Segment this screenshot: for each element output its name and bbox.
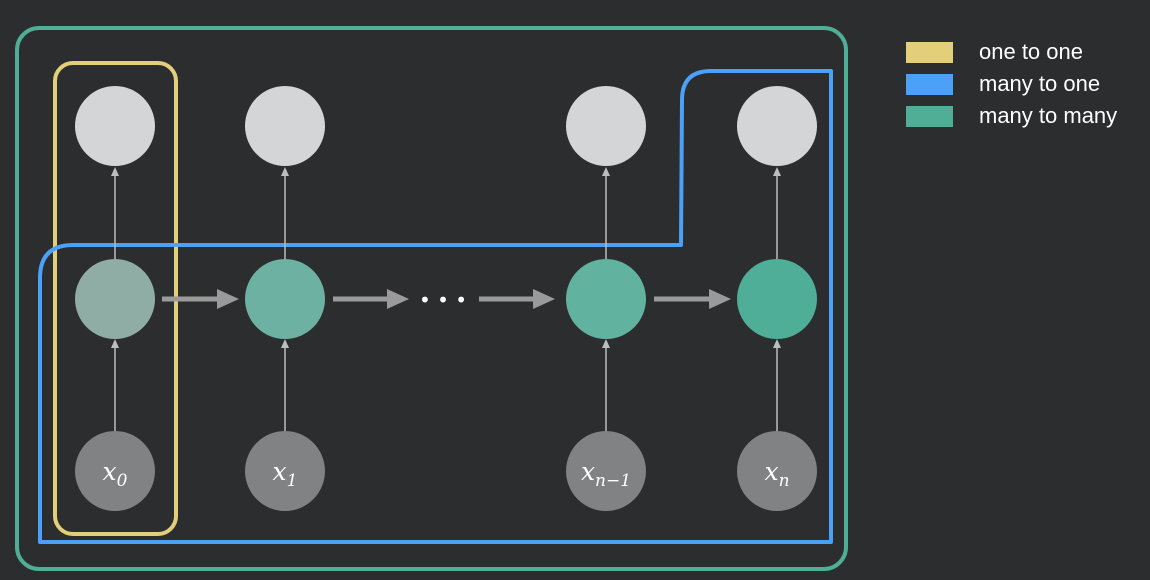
input-label-xn-1: xn−1 xyxy=(581,457,631,491)
input-node xyxy=(566,431,646,511)
output-node xyxy=(737,86,817,166)
legend: one to one many to one many to many xyxy=(906,36,1146,132)
input-nodes: x0 x1 xn−1 xn xyxy=(75,431,817,511)
legend-label: one to one xyxy=(979,39,1083,64)
hidden-nodes xyxy=(75,259,817,339)
vertical-connectors xyxy=(111,167,781,433)
ellipsis: • • • xyxy=(419,288,467,312)
input-node xyxy=(75,431,155,511)
input-node xyxy=(245,431,325,511)
input-label-xn: xn xyxy=(764,457,789,491)
hidden-node xyxy=(75,259,155,339)
hidden-node xyxy=(245,259,325,339)
hidden-node xyxy=(566,259,646,339)
legend-label: many to many xyxy=(979,103,1118,128)
many-to-many-frame xyxy=(15,26,848,571)
input-label-x0: x0 xyxy=(103,457,128,491)
legend-swatch-yellow xyxy=(906,41,953,63)
many-to-one-frame xyxy=(38,69,833,544)
input-node xyxy=(737,431,817,511)
output-node xyxy=(566,86,646,166)
input-label-x1: x1 xyxy=(273,457,298,491)
output-node xyxy=(245,86,325,166)
output-nodes xyxy=(75,86,817,166)
legend-item-many-to-many: many to many xyxy=(906,100,1146,132)
legend-item-many-to-one: many to one xyxy=(906,68,1146,100)
legend-swatch-blue xyxy=(906,73,953,95)
legend-item-one-to-one: one to one xyxy=(906,36,1146,68)
hidden-node xyxy=(737,259,817,339)
legend-swatch-green xyxy=(906,105,953,127)
output-node xyxy=(75,86,155,166)
legend-label: many to one xyxy=(979,71,1101,96)
